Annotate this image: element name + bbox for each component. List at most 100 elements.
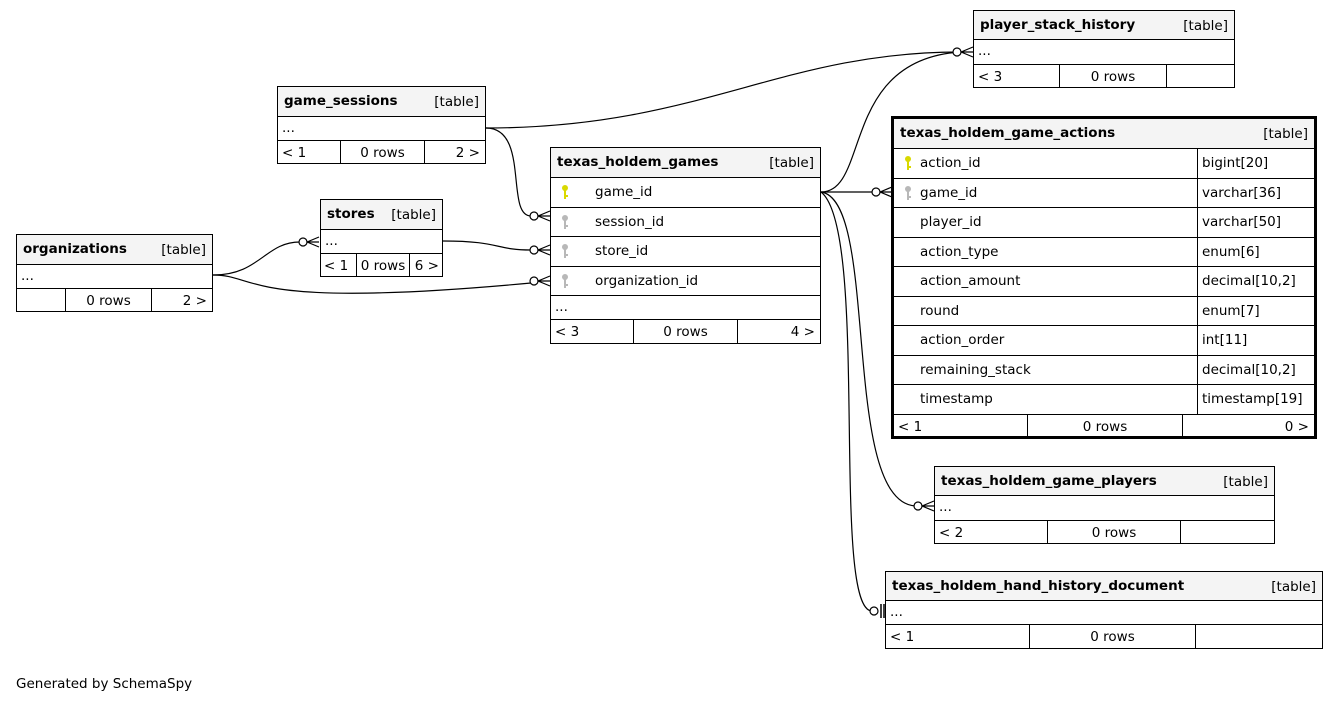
primary-key-icon	[562, 185, 568, 199]
row-count: 0 rows	[633, 320, 737, 343]
column-row-remaining-stack[interactable]: remaining_stack decimal[10,2]	[894, 355, 1314, 385]
parents-link[interactable]	[17, 289, 65, 311]
table-footer: 0 rows 2 >	[17, 289, 212, 311]
column-name: action_type	[920, 243, 999, 260]
column-row-store-id[interactable]: store_id	[551, 237, 820, 267]
children-link[interactable]: 6 >	[409, 254, 442, 276]
columns-ellipsis: ...	[278, 117, 485, 141]
columns-ellipsis: ...	[321, 230, 442, 254]
table-organizations[interactable]: organizations [table] ... 0 rows 2 >	[16, 234, 213, 312]
column-name: round	[920, 302, 960, 319]
table-footer: < 2 0 rows	[935, 521, 1274, 543]
table-name[interactable]: player_stack_history	[980, 17, 1136, 33]
foreign-key-icon	[905, 185, 911, 200]
link-sessions-stack-history	[485, 51, 961, 129]
column-type: decimal[10,2]	[1197, 355, 1314, 384]
table-footer: < 1 0 rows 0 >	[894, 414, 1314, 437]
table-texas-holdem-game-actions[interactable]: texas_holdem_game_actions [table] action…	[891, 116, 1317, 439]
children-link[interactable]: 2 >	[151, 289, 212, 311]
row-count: 0 rows	[1029, 625, 1195, 648]
row-count: 0 rows	[1027, 414, 1182, 437]
column-row-game-id[interactable]: game_id	[551, 178, 820, 208]
column-row-action-order[interactable]: action_order int[11]	[894, 326, 1314, 356]
table-name[interactable]: texas_holdem_game_actions	[900, 125, 1116, 141]
table-header: player_stack_history [table]	[974, 11, 1234, 40]
table-name[interactable]: game_sessions	[284, 93, 398, 109]
column-name: player_id	[920, 214, 982, 230]
column-type: enum[6]	[1197, 237, 1314, 266]
table-name[interactable]: texas_holdem_game_players	[941, 473, 1157, 489]
row-count: 0 rows	[1047, 521, 1180, 543]
table-player-stack-history[interactable]: player_stack_history [table] ... < 3 0 r…	[973, 10, 1235, 88]
children-link[interactable]: 2 >	[424, 141, 485, 163]
link-orgs-stores	[212, 241, 301, 276]
table-footer: < 3 0 rows	[974, 65, 1234, 87]
link-games-players	[820, 191, 916, 507]
column-row-organization-id[interactable]: organization_id	[551, 267, 820, 296]
columns-ellipsis: ...	[935, 496, 1274, 521]
table-texas-holdem-hand-history-document[interactable]: texas_holdem_hand_history_document [tabl…	[885, 571, 1323, 649]
column-name: store_id	[595, 243, 649, 259]
column-row-action-amount[interactable]: action_amount decimal[10,2]	[894, 267, 1314, 297]
link-orgs-games	[212, 274, 532, 294]
children-link[interactable]	[1180, 521, 1274, 543]
table-name[interactable]: texas_holdem_games	[557, 154, 719, 170]
table-type: [table]	[1271, 579, 1316, 595]
link-games-stack-history	[820, 51, 961, 193]
columns-ellipsis: ...	[551, 296, 820, 320]
table-name[interactable]: stores	[327, 206, 375, 222]
parents-link[interactable]: < 1	[282, 145, 307, 161]
table-game-sessions[interactable]: game_sessions [table] ... < 1 0 rows 2 >	[277, 86, 486, 164]
column-name: game_id	[595, 184, 653, 200]
parents-link[interactable]: < 3	[555, 324, 580, 340]
column-row-timestamp[interactable]: timestamp timestamp[19]	[894, 385, 1314, 415]
columns-ellipsis: ...	[17, 265, 212, 289]
table-header: texas_holdem_games [table]	[551, 148, 820, 178]
column-name: timestamp	[920, 391, 993, 407]
column-type: enum[7]	[1197, 296, 1314, 325]
column-row-game-id[interactable]: game_id varchar[36]	[894, 178, 1314, 208]
foreign-key-icon	[562, 273, 568, 288]
children-link[interactable]	[1195, 625, 1322, 648]
link-sessions-games	[485, 127, 532, 217]
column-type: timestamp[19]	[1197, 385, 1314, 414]
table-type: [table]	[1223, 474, 1268, 490]
columns-ellipsis: ...	[886, 601, 1322, 625]
parents-link[interactable]: < 3	[978, 69, 1003, 85]
row-count: 0 rows	[1059, 65, 1166, 87]
column-name: organization_id	[595, 272, 699, 289]
column-row-player-id[interactable]: player_id varchar[50]	[894, 208, 1314, 238]
table-type: [table]	[161, 242, 206, 258]
link-stores-games	[442, 240, 532, 251]
table-texas-holdem-games[interactable]: texas_holdem_games [table] game_id sessi…	[550, 147, 821, 344]
column-name: session_id	[595, 213, 665, 230]
column-name: action_order	[920, 332, 1005, 348]
column-row-session-id[interactable]: session_id	[551, 208, 820, 237]
table-footer: < 1 0 rows	[886, 625, 1322, 648]
column-row-action-id[interactable]: action_id bigint[20]	[894, 149, 1314, 179]
parents-link[interactable]: < 1	[898, 418, 923, 435]
parents-link[interactable]: < 2	[939, 525, 964, 541]
table-footer: < 1 0 rows 6 >	[321, 254, 442, 276]
parents-link[interactable]: < 1	[324, 258, 349, 274]
column-type: bigint[20]	[1197, 149, 1314, 178]
table-type: [table]	[391, 207, 436, 223]
children-link[interactable]: 0 >	[1182, 414, 1314, 437]
children-link[interactable]: 4 >	[737, 320, 820, 343]
row-count: 0 rows	[65, 289, 151, 311]
column-type: varchar[36]	[1197, 178, 1314, 207]
parents-link[interactable]: < 1	[890, 629, 915, 645]
foreign-key-icon	[562, 214, 568, 229]
table-header: organizations [table]	[17, 235, 212, 265]
column-row-round[interactable]: round enum[7]	[894, 296, 1314, 326]
column-row-action-type[interactable]: action_type enum[6]	[894, 237, 1314, 267]
column-name: action_id	[920, 155, 981, 171]
table-stores[interactable]: stores [table] ... < 1 0 rows 6 >	[320, 199, 443, 277]
children-link[interactable]	[1166, 65, 1234, 87]
table-name[interactable]: texas_holdem_hand_history_document	[892, 578, 1185, 594]
table-name[interactable]: organizations	[23, 241, 127, 257]
row-count: 0 rows	[356, 254, 409, 276]
columns-ellipsis: ...	[974, 40, 1234, 65]
table-texas-holdem-game-players[interactable]: texas_holdem_game_players [table] ... < …	[934, 466, 1275, 544]
